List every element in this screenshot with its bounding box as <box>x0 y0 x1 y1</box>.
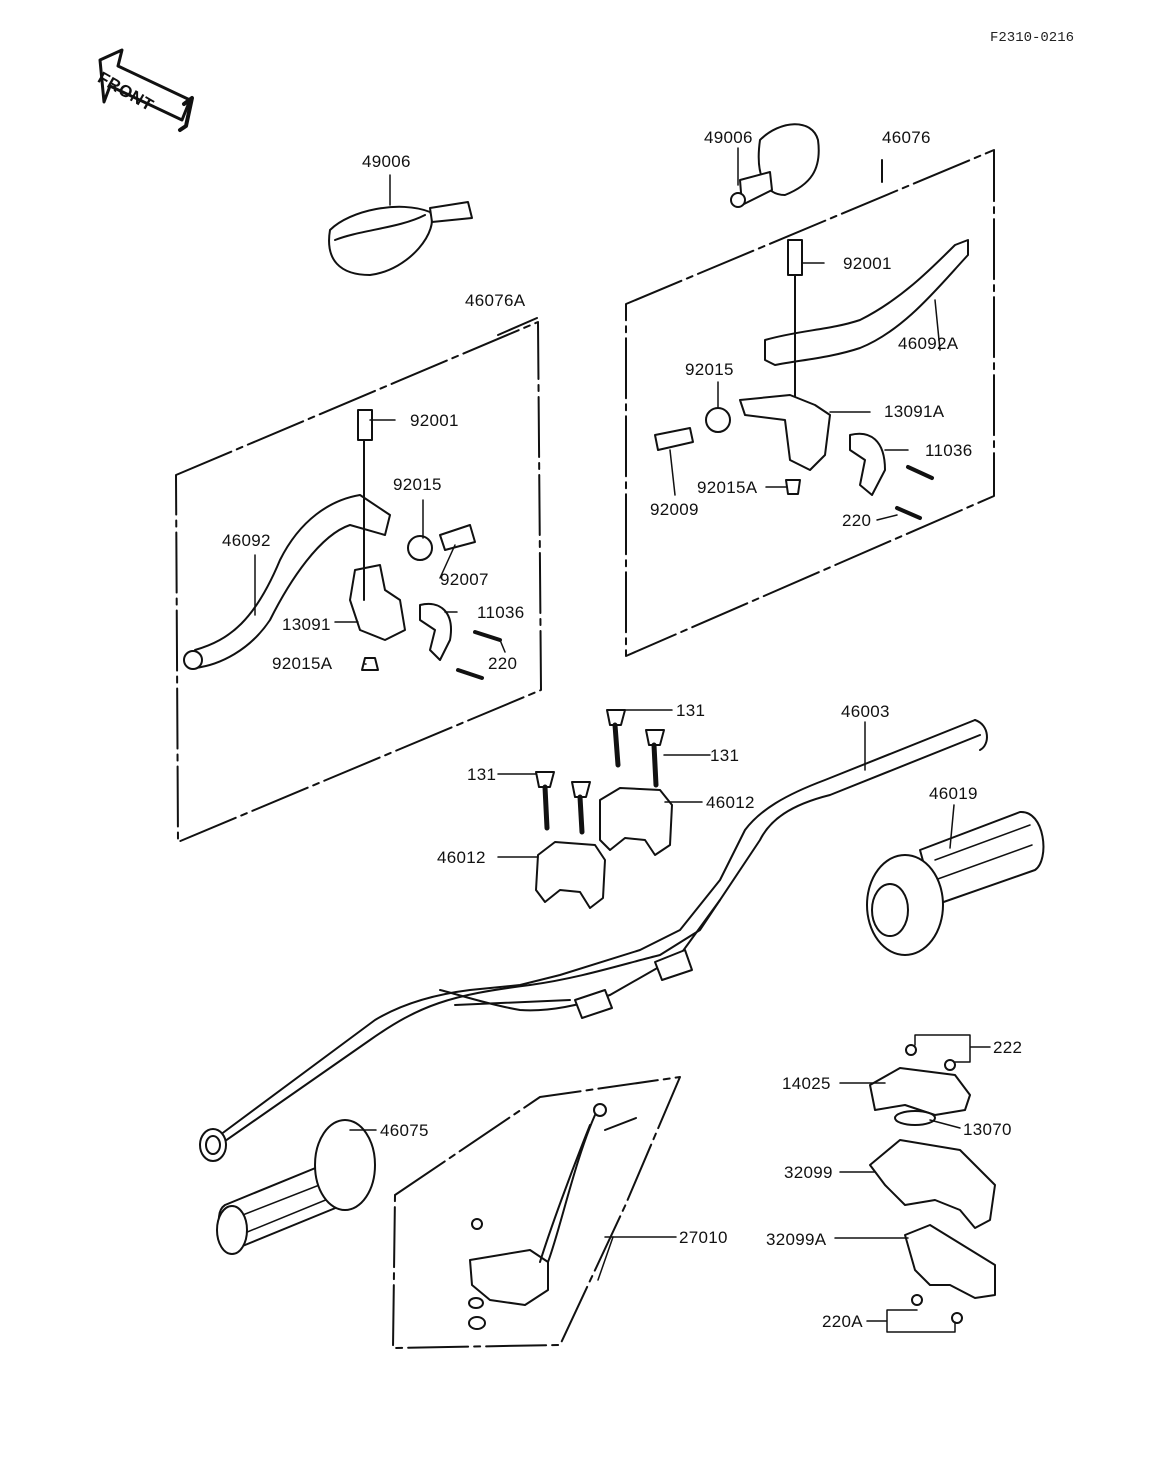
label-holder-46012-upper: 46012 <box>706 793 755 812</box>
label-screw-222: 222 <box>993 1038 1023 1057</box>
label-bolt-92001-right: 92001 <box>843 254 892 273</box>
label-collar-13070: 13070 <box>963 1120 1012 1139</box>
label-brake-assy: 46076 <box>882 128 931 147</box>
label-clamp-11036-right: 11036 <box>925 441 973 460</box>
grip-left-icon <box>216 1119 376 1255</box>
label-bolt-131-b: 131 <box>710 746 740 765</box>
throttle-housing-icons <box>869 1044 996 1324</box>
label-mirror-right: 49006 <box>704 128 753 147</box>
label-bolt-220-right: 220 <box>842 511 872 530</box>
label-plate-14025: 14025 <box>782 1074 831 1093</box>
label-clutch-assy: 46076A <box>465 291 526 310</box>
label-holder-13091: 13091 <box>282 615 331 634</box>
label-holder-46012-lower: 46012 <box>437 848 486 867</box>
clutch-assembly-frame <box>175 317 542 843</box>
leader-lines <box>254 147 991 1333</box>
label-bolt-131-a: 131 <box>676 701 706 720</box>
holder-13091-icon <box>349 409 502 680</box>
holder-46012-icons <box>535 787 673 909</box>
label-bolt-131-c: 131 <box>467 765 497 784</box>
label-nut-92015-right: 92015 <box>685 360 734 379</box>
label-housing-32099: 32099 <box>784 1163 833 1182</box>
label-handlebar: 46003 <box>841 702 890 721</box>
brake-assembly-frame <box>625 149 995 657</box>
label-lever-46092: 46092 <box>222 531 271 550</box>
label-clamp-11036-left: 11036 <box>477 603 525 622</box>
label-screw-92009: 92009 <box>650 500 699 519</box>
label-housing-32099a: 32099A <box>766 1230 827 1249</box>
label-bolt-92001-left: 92001 <box>410 411 459 430</box>
label-lever-46092a: 46092A <box>898 334 959 353</box>
grip-right-icon <box>866 810 1045 956</box>
switch-27010-icon <box>468 1103 637 1330</box>
label-bolt-220-left: 220 <box>488 654 518 673</box>
label-mirror-left: 49006 <box>362 152 411 171</box>
label-switch-27010: 27010 <box>679 1228 728 1247</box>
mirror-right-icon <box>730 123 820 208</box>
label-nut-92015-left: 92015 <box>393 475 442 494</box>
diagram-code: F2310-0216 <box>990 30 1075 46</box>
label-holder-13091a: 13091A <box>884 402 945 421</box>
label-screw-92007: 92007 <box>440 570 489 589</box>
label-nut-92015a-right: 92015A <box>697 478 758 497</box>
label-grip-right: 46019 <box>929 784 978 803</box>
label-grip-left: 46075 <box>380 1121 429 1140</box>
front-arrow-icon <box>98 48 194 132</box>
mirror-left-icon <box>328 201 473 276</box>
switch-27010-frame <box>392 1076 681 1349</box>
lever-46092a-icon <box>654 239 969 520</box>
label-nut-92015a-left: 92015A <box>272 654 333 673</box>
label-screw-220a: 220A <box>822 1312 863 1331</box>
bolt-131-icons <box>535 709 665 835</box>
handlebar-icon <box>199 719 988 1162</box>
lever-46092-icon <box>183 494 391 670</box>
